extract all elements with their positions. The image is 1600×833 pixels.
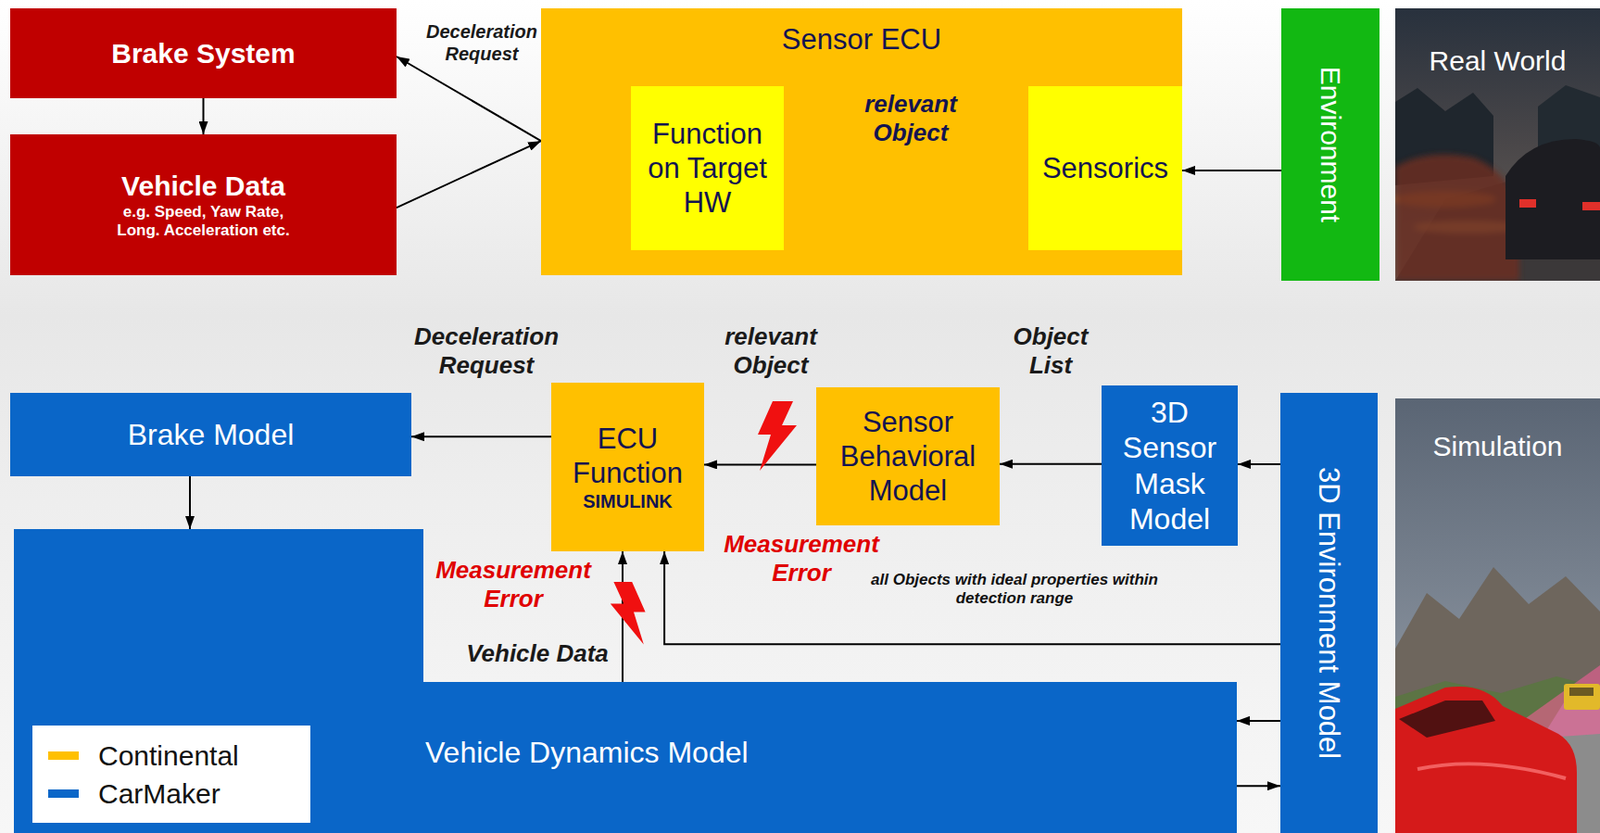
signal-label: Deceleration Request xyxy=(421,20,542,65)
label-anchor: Vehicle Data xyxy=(463,639,612,668)
simulation-picture: Simulation xyxy=(1395,398,1600,833)
tail-light xyxy=(1582,201,1600,211)
label-anchor: Object List xyxy=(1004,322,1097,380)
box-title: ECU Function xyxy=(556,421,699,491)
environment-band: Environment xyxy=(1281,8,1380,281)
signal-label: Object List xyxy=(1004,322,1097,380)
ego-car-highlight xyxy=(1417,763,1566,779)
box-title: 3D Sensor Mask Model xyxy=(1107,394,1233,538)
brake-system-box: Brake System xyxy=(10,8,397,99)
sensorics-box: Sensorics xyxy=(1028,86,1183,251)
tail-light xyxy=(1519,199,1537,208)
connector-arrow xyxy=(1236,784,1281,787)
ego-car-windshield xyxy=(1398,700,1496,738)
error-note: Measurement Error xyxy=(718,529,885,588)
box-title: Sensorics xyxy=(1042,151,1169,186)
connector-arrow xyxy=(1237,463,1281,466)
legend-box: ContinentalCarMaker xyxy=(32,725,311,823)
connector-arrow xyxy=(396,140,542,208)
connector-arrow xyxy=(188,476,191,530)
legend-row: CarMaker xyxy=(32,774,311,813)
connector-arrow xyxy=(1182,169,1282,172)
vehicle-data-box: Vehicle Datae.g. Speed, Yaw Rate, Long. … xyxy=(10,134,397,276)
box-subtitle: e.g. Speed, Yaw Rate, Long. Acceleration… xyxy=(100,202,307,241)
box-title: Vehicle Data xyxy=(121,169,286,203)
connector-arrow xyxy=(396,56,542,141)
box-title: Function on Target HW xyxy=(636,116,779,221)
box-title: Sensor Behavioral Model xyxy=(821,404,995,509)
box-title: Vehicle Dynamics Model xyxy=(425,734,1237,770)
photo-title: Simulation xyxy=(1395,429,1600,464)
connector-arrow xyxy=(704,463,817,466)
connector-arrow xyxy=(999,463,1102,466)
signal-label: Vehicle Data xyxy=(463,639,612,668)
ego-car xyxy=(1395,686,1577,833)
signal-label: Deceleration Request xyxy=(407,322,566,380)
target-car xyxy=(1563,683,1600,710)
sensor-mask-box: 3D Sensor Mask Model xyxy=(1101,385,1238,546)
ecu-function-box: ECU FunctionSIMULINK xyxy=(551,382,705,552)
connector-arrow xyxy=(664,551,1281,644)
label-anchor: all Objects with ideal properties within… xyxy=(833,570,1196,609)
car-left xyxy=(1395,154,1520,281)
function-box: Function on Target HW xyxy=(630,86,784,251)
photo-ground xyxy=(1395,8,1600,281)
error-note: Measurement Error xyxy=(431,555,595,614)
label-anchor: Deceleration Request xyxy=(421,20,542,65)
box-title: Brake System xyxy=(111,37,295,71)
connector-arrow xyxy=(1236,719,1281,722)
box-title: Brake Model xyxy=(127,416,295,453)
target-car-window xyxy=(1569,687,1594,696)
lightning-symbol xyxy=(757,401,797,471)
photo-title: Real World xyxy=(1395,44,1600,78)
sensor-ecu-box: Sensor ECU Function on Target HW Sensorics xyxy=(541,8,1183,276)
band-title: Environment xyxy=(1313,66,1348,223)
label-anchor: relevant Object xyxy=(705,322,836,380)
sky xyxy=(1395,398,1600,833)
sensor-model-box: Sensor Behavioral Model xyxy=(816,387,1000,526)
real-world-photo-art xyxy=(1395,8,1600,281)
car-right xyxy=(1505,138,1600,260)
legend-swatch xyxy=(48,751,79,760)
range-note: all Objects with ideal properties within… xyxy=(833,570,1196,609)
legend-text: Continental xyxy=(98,739,240,773)
legend-text: CarMaker xyxy=(98,777,221,811)
box-heading: Sensor ECU xyxy=(541,22,1183,57)
lightning-symbol xyxy=(610,581,646,645)
legend-row: Continental xyxy=(32,736,311,775)
legend-swatch xyxy=(48,789,79,798)
simulation-picture-art xyxy=(1395,398,1600,833)
signal-label: relevant Object xyxy=(705,322,836,380)
box-subtitle: SIMULINK xyxy=(582,490,673,513)
label-anchor: Deceleration Request xyxy=(407,322,566,380)
environment-model-band: 3D Environment Model xyxy=(1280,392,1378,833)
label-anchor: Measurement Error xyxy=(431,555,595,614)
connector-arrow xyxy=(202,98,205,135)
label-anchor: Measurement Error xyxy=(718,529,885,588)
l-shaped-block xyxy=(13,529,1237,833)
connector-arrow xyxy=(411,435,552,438)
brake-model-box: Brake Model xyxy=(10,392,412,477)
band-title: 3D Environment Model xyxy=(1311,466,1347,759)
signal-label: relevant Object xyxy=(845,89,976,148)
label-anchor: relevant Object xyxy=(845,89,976,148)
real-world-photo: Real World xyxy=(1395,8,1600,281)
